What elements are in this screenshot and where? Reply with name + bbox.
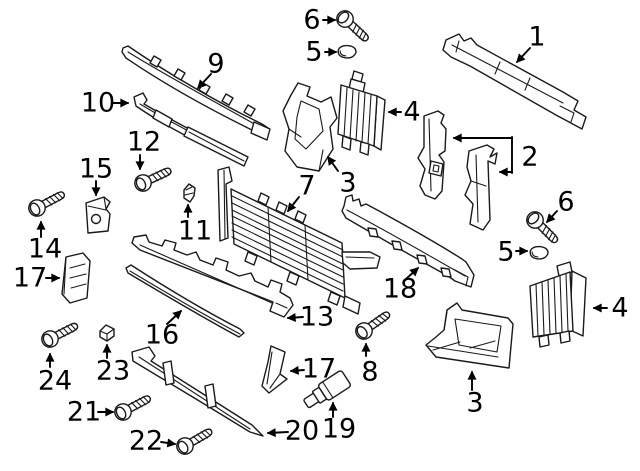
callout-18: 18 — [383, 267, 419, 305]
part-3-duct-lower — [425, 302, 514, 369]
callout-6-right: 6 — [546, 187, 575, 223]
callout-14-label: 14 — [28, 234, 62, 265]
callout-20-label: 20 — [285, 416, 319, 447]
callout-12: 12 — [127, 127, 161, 171]
callout-4-upper: 4 — [387, 97, 421, 128]
part-23-clip-nut — [99, 324, 115, 342]
part-4-shutter-upper — [337, 70, 386, 156]
callout-13-label: 13 — [300, 302, 334, 333]
part-21-screw — [111, 389, 155, 424]
callout-23-label: 23 — [96, 356, 130, 387]
callout-2: 2 — [452, 133, 539, 177]
callout-19: 19 — [322, 401, 356, 445]
callout-6-right-label: 6 — [557, 187, 574, 218]
callout-6-top-label: 6 — [303, 5, 320, 36]
part-11-clip — [183, 183, 196, 203]
callout-17-center: 17 — [289, 354, 336, 385]
part-6-screw-top — [332, 6, 374, 47]
part-5-nut-top — [336, 42, 358, 61]
callout-7-label: 7 — [298, 171, 315, 202]
callout-16: 16 — [145, 310, 182, 351]
part-2-brackets — [417, 110, 498, 231]
part-20-rail-lower — [131, 346, 264, 437]
part-14-screw — [25, 185, 69, 220]
part-18-rail — [341, 194, 475, 288]
callout-22-label: 22 — [129, 426, 163, 457]
callout-3-upper-label: 3 — [339, 168, 356, 199]
callout-6-top: 6 — [303, 5, 337, 36]
part-12-screw — [131, 161, 175, 195]
callout-8-label: 8 — [361, 357, 378, 388]
part-1-tie-bar — [442, 33, 587, 130]
callout-3-upper: 3 — [327, 155, 357, 199]
callout-13: 13 — [286, 302, 334, 333]
callout-20: 20 — [266, 416, 319, 447]
callout-10: 10 — [81, 88, 130, 119]
part-17-deflector-center — [261, 345, 288, 394]
callout-24-label: 24 — [38, 366, 72, 397]
callout-21-label: 21 — [67, 397, 101, 428]
callout-3-lower: 3 — [466, 370, 484, 419]
part-10-molding — [133, 92, 249, 167]
callout-17-left-label: 17 — [13, 263, 47, 294]
part-19-sensor — [303, 370, 351, 409]
part-17-deflector-left — [61, 252, 91, 304]
callout-4-lower-label: 4 — [611, 293, 628, 324]
callout-9-label: 9 — [207, 49, 224, 80]
part-13-rail — [131, 234, 294, 318]
callout-2-label: 2 — [521, 142, 538, 173]
callout-16-label: 16 — [145, 320, 179, 351]
callout-18-label: 18 — [383, 274, 417, 305]
callout-4-upper-label: 4 — [403, 97, 420, 128]
callout-21: 21 — [67, 397, 115, 428]
callout-17-left: 17 — [13, 263, 61, 294]
callout-5-right-label: 5 — [497, 237, 514, 268]
part-16-strip — [125, 264, 245, 338]
callout-5-top: 5 — [305, 37, 338, 68]
callout-19-label: 19 — [322, 414, 356, 445]
callout-15-label: 15 — [79, 154, 113, 185]
callout-10-label: 10 — [81, 88, 115, 119]
part-7-grille-shutter-assembly — [217, 166, 381, 315]
callout-1: 1 — [516, 22, 546, 63]
part-15-plate — [85, 196, 111, 234]
part-22-screw — [173, 422, 217, 458]
callout-5-top-label: 5 — [305, 37, 322, 68]
callout-17-center-label: 17 — [302, 354, 336, 385]
callout-9: 9 — [197, 49, 225, 89]
part-24-screw — [38, 317, 82, 351]
callout-3-lower-label: 3 — [466, 388, 483, 419]
part-3-duct-upper — [282, 82, 338, 172]
callout-4-lower: 4 — [592, 293, 629, 324]
callout-12-label: 12 — [127, 127, 161, 158]
callout-24: 24 — [38, 352, 72, 397]
callout-1-label: 1 — [528, 22, 545, 53]
part-9-upper-molding — [121, 45, 271, 141]
part-5-nut-right — [528, 243, 550, 262]
callout-23: 23 — [96, 343, 130, 387]
callout-22: 22 — [129, 426, 177, 457]
callout-15: 15 — [79, 154, 113, 197]
callout-14: 14 — [28, 220, 62, 265]
part-4-shutter-lower — [529, 261, 587, 348]
callout-11: 11 — [178, 203, 212, 247]
callout-7: 7 — [287, 171, 316, 213]
callout-11-label: 11 — [178, 216, 212, 247]
callout-5-right: 5 — [497, 237, 529, 268]
callout-8: 8 — [361, 342, 379, 388]
